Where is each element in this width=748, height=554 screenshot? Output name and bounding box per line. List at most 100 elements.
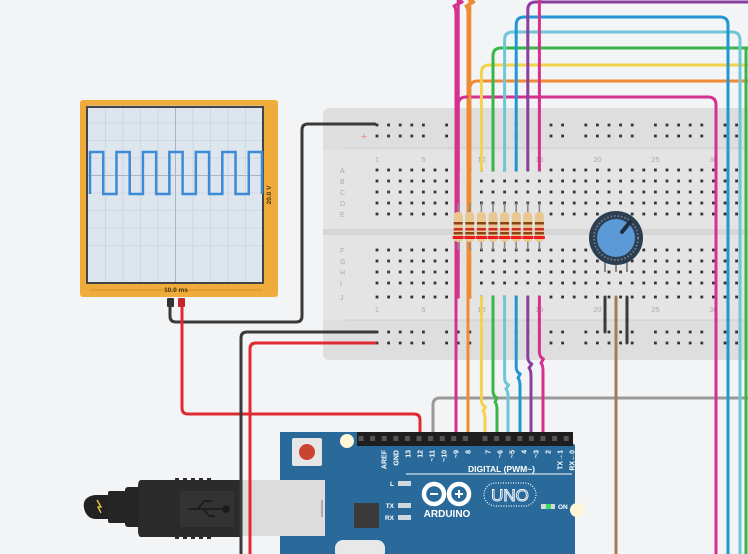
rail-hole[interactable] — [422, 341, 425, 345]
hole[interactable] — [561, 281, 564, 285]
hole[interactable] — [688, 295, 692, 299]
hole[interactable] — [688, 259, 692, 263]
wire-magenta-pin9[interactable] — [452, 0, 464, 442]
rail-hole[interactable] — [654, 330, 657, 334]
hole[interactable] — [387, 270, 390, 274]
hole[interactable] — [422, 270, 425, 274]
hole[interactable] — [549, 295, 553, 299]
hole[interactable] — [735, 259, 738, 263]
rail-hole[interactable] — [375, 330, 379, 334]
hole[interactable] — [607, 190, 611, 194]
rail-hole[interactable] — [735, 134, 738, 138]
rail-hole[interactable] — [665, 330, 669, 334]
hole[interactable] — [607, 201, 611, 205]
hole[interactable] — [665, 295, 669, 299]
hole[interactable] — [665, 190, 669, 194]
rail-hole[interactable] — [665, 341, 669, 345]
hole[interactable] — [538, 190, 541, 194]
hole[interactable] — [688, 270, 692, 274]
rail-hole[interactable] — [375, 341, 379, 345]
wire-green-top[interactable] — [491, 46, 748, 172]
hole[interactable] — [398, 201, 402, 205]
hole[interactable] — [491, 270, 495, 274]
hole[interactable] — [712, 179, 715, 183]
hole[interactable] — [677, 212, 680, 216]
rail-hole[interactable] — [607, 330, 611, 334]
rail-hole[interactable] — [387, 330, 390, 334]
hole[interactable] — [619, 295, 622, 299]
hole[interactable] — [410, 168, 414, 172]
header-pin[interactable] — [494, 436, 500, 441]
rail-hole[interactable] — [410, 123, 414, 127]
rail-hole[interactable] — [607, 134, 611, 138]
hole[interactable] — [503, 179, 506, 183]
hole[interactable] — [422, 168, 425, 172]
hole[interactable] — [619, 179, 622, 183]
wire-magenta-top[interactable] — [456, 95, 718, 554]
hole[interactable] — [422, 212, 425, 216]
rail-hole[interactable] — [561, 330, 564, 334]
hole[interactable] — [584, 295, 588, 299]
hole[interactable] — [433, 270, 437, 274]
header-pin[interactable] — [540, 436, 546, 441]
rail-hole[interactable] — [596, 330, 599, 334]
hole[interactable] — [410, 270, 414, 274]
rail-hole[interactable] — [665, 134, 669, 138]
hole[interactable] — [712, 248, 715, 252]
rail-hole[interactable] — [561, 123, 564, 127]
hole[interactable] — [572, 179, 576, 183]
rail-hole[interactable] — [549, 123, 553, 127]
hole[interactable] — [630, 190, 634, 194]
hole[interactable] — [642, 270, 646, 274]
hole[interactable] — [677, 281, 680, 285]
hole[interactable] — [422, 190, 425, 194]
resistor[interactable] — [510, 203, 522, 250]
rail-hole[interactable] — [723, 341, 727, 345]
header-pin[interactable] — [393, 436, 399, 441]
hole[interactable] — [654, 270, 657, 274]
hole[interactable] — [735, 281, 738, 285]
hole[interactable] — [387, 190, 390, 194]
hole[interactable] — [549, 179, 553, 183]
hole[interactable] — [688, 248, 692, 252]
header-pin[interactable] — [451, 436, 457, 441]
hole[interactable] — [445, 168, 448, 172]
rail-hole[interactable] — [445, 341, 448, 345]
hole[interactable] — [433, 259, 437, 263]
hole[interactable] — [561, 179, 564, 183]
rail-hole[interactable] — [735, 341, 738, 345]
rail-hole[interactable] — [584, 123, 588, 127]
rail-hole[interactable] — [677, 134, 680, 138]
hole[interactable] — [665, 201, 669, 205]
hole[interactable] — [723, 259, 727, 263]
hole[interactable] — [387, 168, 390, 172]
hole[interactable] — [422, 259, 425, 263]
hole[interactable] — [584, 201, 588, 205]
wire-orange-pin8[interactable] — [464, 0, 476, 442]
hole[interactable] — [700, 201, 704, 205]
hole[interactable] — [503, 281, 506, 285]
hole[interactable] — [561, 270, 564, 274]
hole[interactable] — [503, 190, 506, 194]
hole[interactable] — [735, 270, 738, 274]
rail-hole[interactable] — [688, 123, 692, 127]
rail-hole[interactable] — [445, 134, 448, 138]
rail-hole[interactable] — [596, 134, 599, 138]
hole[interactable] — [549, 259, 553, 263]
hole[interactable] — [712, 295, 715, 299]
hole[interactable] — [491, 179, 495, 183]
wire-scope-probe[interactable] — [180, 305, 422, 442]
header-pin[interactable] — [563, 436, 569, 441]
hole[interactable] — [700, 281, 704, 285]
hole[interactable] — [677, 190, 680, 194]
rail-hole[interactable] — [723, 123, 727, 127]
hole[interactable] — [410, 248, 414, 252]
hole[interactable] — [572, 190, 576, 194]
rail-hole[interactable] — [735, 330, 738, 334]
rail-hole[interactable] — [630, 330, 634, 334]
hole[interactable] — [387, 179, 390, 183]
hole[interactable] — [480, 259, 483, 263]
hole[interactable] — [700, 212, 704, 216]
hole[interactable] — [445, 179, 448, 183]
hole[interactable] — [596, 212, 599, 216]
